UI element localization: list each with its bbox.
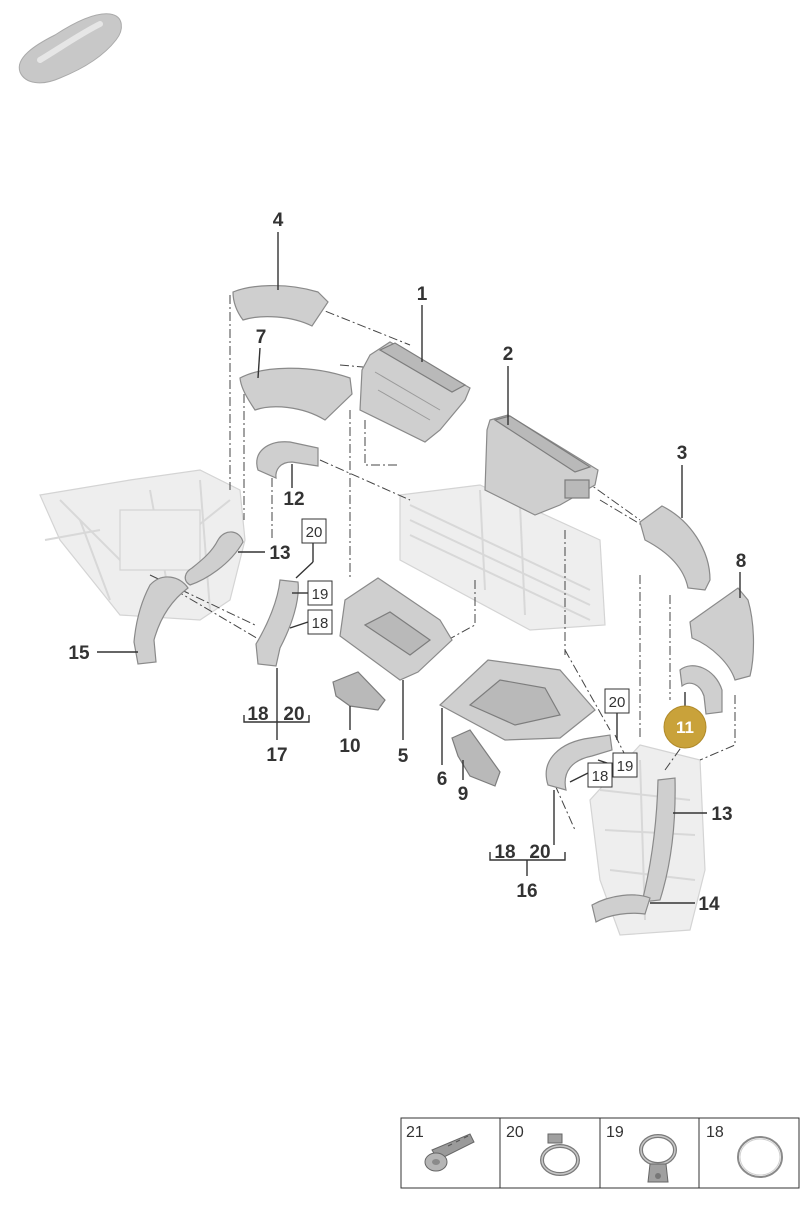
callout-6[interactable]: 6 <box>437 769 448 790</box>
part-17-hose-assembly[interactable] <box>255 579 299 667</box>
part-8-air-duct[interactable] <box>689 587 755 681</box>
svg-text:19: 19 <box>617 758 634 775</box>
intercooler-ghost <box>399 484 606 631</box>
callout-15[interactable]: 15 <box>68 643 90 664</box>
callout-1[interactable]: 1 <box>417 284 428 305</box>
small-part-20[interactable]: 20 <box>506 1124 580 1176</box>
part-16-hose-assembly[interactable] <box>545 734 613 791</box>
part-6-air-guide[interactable] <box>438 659 596 741</box>
part-2-intercooler-shroud[interactable] <box>484 414 599 516</box>
svg-text:20: 20 <box>506 1124 524 1141</box>
svg-text:18: 18 <box>592 768 609 785</box>
callout-11[interactable]: 11 <box>676 718 694 737</box>
part-13-charge-pipe-left[interactable] <box>184 531 244 586</box>
callout-10[interactable]: 10 <box>339 736 360 757</box>
small-part-21[interactable]: 21 <box>406 1124 475 1172</box>
boxed-labels: 20 19 18 20 19 18 <box>301 518 638 788</box>
part-5-air-guide[interactable] <box>339 577 453 681</box>
callouts: 4 1 7 2 3 12 13 8 15 10 5 17 6 9 13 16 1… <box>68 210 746 915</box>
part-4-air-duct[interactable] <box>232 285 329 327</box>
callout-17[interactable]: 17 <box>266 745 287 766</box>
callout-4[interactable]: 4 <box>273 210 284 231</box>
group-17-right[interactable]: 20 <box>283 704 304 725</box>
hose-clamp-icon <box>540 1133 580 1176</box>
group-bracket-16 <box>489 852 566 876</box>
part-11-hose[interactable] <box>679 665 723 715</box>
svg-text:19: 19 <box>606 1124 624 1141</box>
part-15-charge-pipe[interactable] <box>133 576 189 665</box>
group-17-left[interactable]: 18 <box>247 704 268 725</box>
group-bracket-17 <box>243 715 310 723</box>
left-frame-ghost <box>39 469 246 621</box>
part-13-charge-pipe-right[interactable] <box>641 777 676 903</box>
boxed-18-left[interactable]: 18 <box>307 609 333 635</box>
small-part-19[interactable]: 19 <box>606 1124 677 1183</box>
callout-16[interactable]: 16 <box>516 881 537 902</box>
part-10-bracket[interactable] <box>332 671 386 711</box>
group-labels: 18 20 18 20 <box>247 704 550 863</box>
callout-12[interactable]: 12 <box>283 489 304 510</box>
hose-clamp-icon <box>639 1134 677 1183</box>
callout-3[interactable]: 3 <box>677 443 688 464</box>
callout-14[interactable]: 14 <box>698 894 720 915</box>
boxed-18-right[interactable]: 18 <box>587 762 613 788</box>
part-7-air-duct[interactable] <box>239 367 353 421</box>
svg-text:21: 21 <box>406 1124 424 1141</box>
boxed-20-right[interactable]: 20 <box>604 688 630 714</box>
highlight-marker-11[interactable] <box>663 705 707 749</box>
callout-8[interactable]: 8 <box>736 551 747 572</box>
leader-lines <box>97 232 741 904</box>
small-part-18[interactable]: 18 <box>706 1124 783 1178</box>
callout-13-left[interactable]: 13 <box>269 543 290 564</box>
boxed-20-left[interactable]: 20 <box>301 518 327 544</box>
callout-13-right[interactable]: 13 <box>711 804 732 825</box>
car-thumbnail-icon <box>18 13 122 84</box>
svg-text:20: 20 <box>609 694 626 711</box>
svg-text:20: 20 <box>306 524 323 541</box>
right-frame-ghost <box>589 744 706 936</box>
part-12-hose[interactable] <box>256 441 319 479</box>
callout-7[interactable]: 7 <box>256 327 267 348</box>
part-1-intercooler-shroud[interactable] <box>359 341 471 443</box>
svg-text:18: 18 <box>706 1124 724 1141</box>
o-ring-icon <box>737 1136 783 1178</box>
boxed-19-left[interactable]: 19 <box>307 580 333 606</box>
svg-text:18: 18 <box>312 615 329 632</box>
callout-2[interactable]: 2 <box>503 344 514 365</box>
callout-5[interactable]: 5 <box>398 746 409 767</box>
group-16-left[interactable]: 18 <box>494 842 515 863</box>
part-9-bracket[interactable] <box>451 729 501 787</box>
bolt-icon <box>424 1133 475 1172</box>
part-3-air-duct[interactable] <box>639 505 711 591</box>
small-parts-table: 21 20 19 <box>400 1117 800 1189</box>
part-14-charge-pipe[interactable] <box>591 894 651 923</box>
callout-9[interactable]: 9 <box>458 784 469 805</box>
group-16-right[interactable]: 20 <box>529 842 550 863</box>
boxed-19-right[interactable]: 19 <box>612 752 638 778</box>
svg-text:19: 19 <box>312 586 329 603</box>
